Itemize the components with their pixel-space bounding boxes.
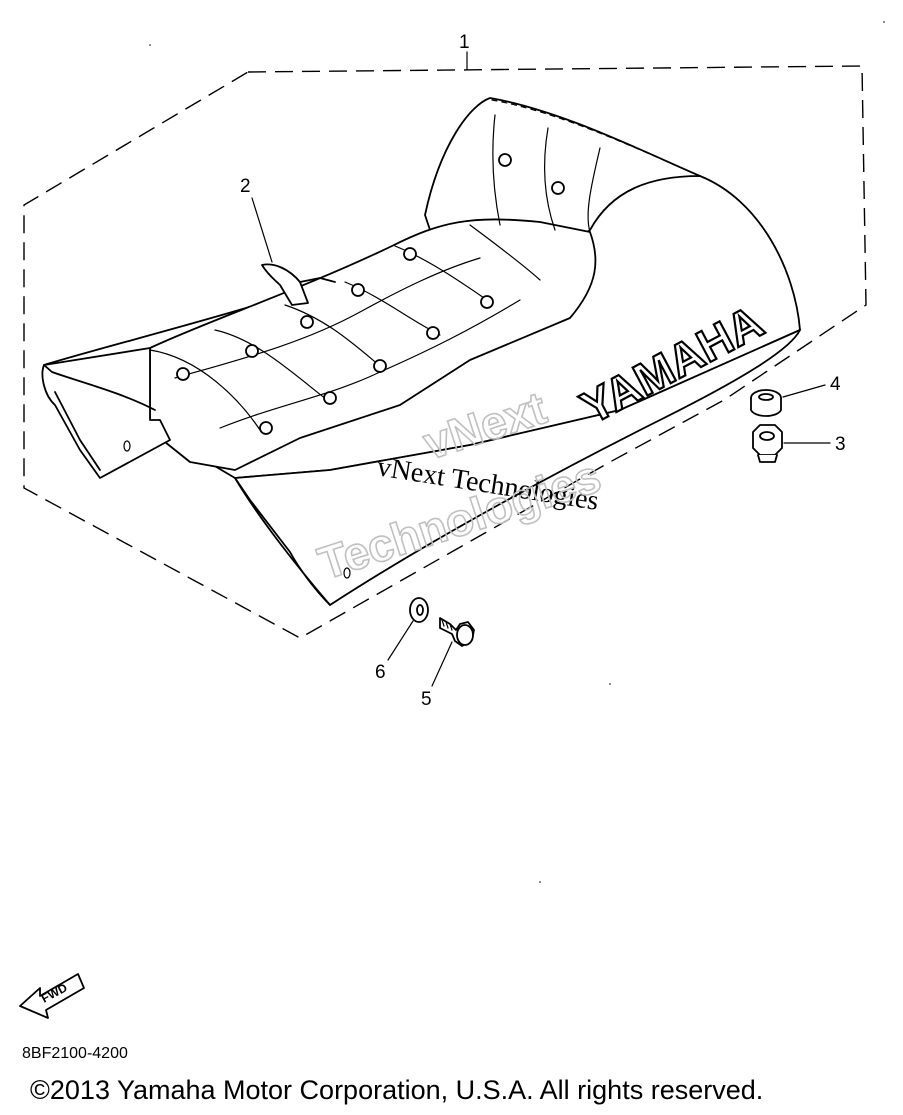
fwd-arrow-icon: FWD [19,973,85,1019]
callout-2: 2 [240,176,251,197]
callout-4: 4 [830,374,841,395]
callout-4-leader [782,384,826,398]
callout-5: 5 [421,689,432,710]
part-grommet [750,389,782,417]
diagram-part-code: 8BF2100-4200 [22,1045,128,1062]
part-strap [261,263,336,306]
callout-6-leader [387,620,414,661]
assembly-boundary [23,65,867,639]
part-bolt [439,617,475,647]
copyright-notice: ©2013 Yamaha Motor Corporation, U.S.A. A… [30,1075,764,1105]
part-nut [752,424,783,463]
callout-6: 6 [375,662,386,683]
callout-5-leader [431,641,453,687]
callout-1: 1 [459,32,470,53]
callout-3: 3 [835,434,846,455]
seat-assembly [41,97,801,606]
callout-2-leader [251,197,273,263]
part-washer [409,597,429,623]
